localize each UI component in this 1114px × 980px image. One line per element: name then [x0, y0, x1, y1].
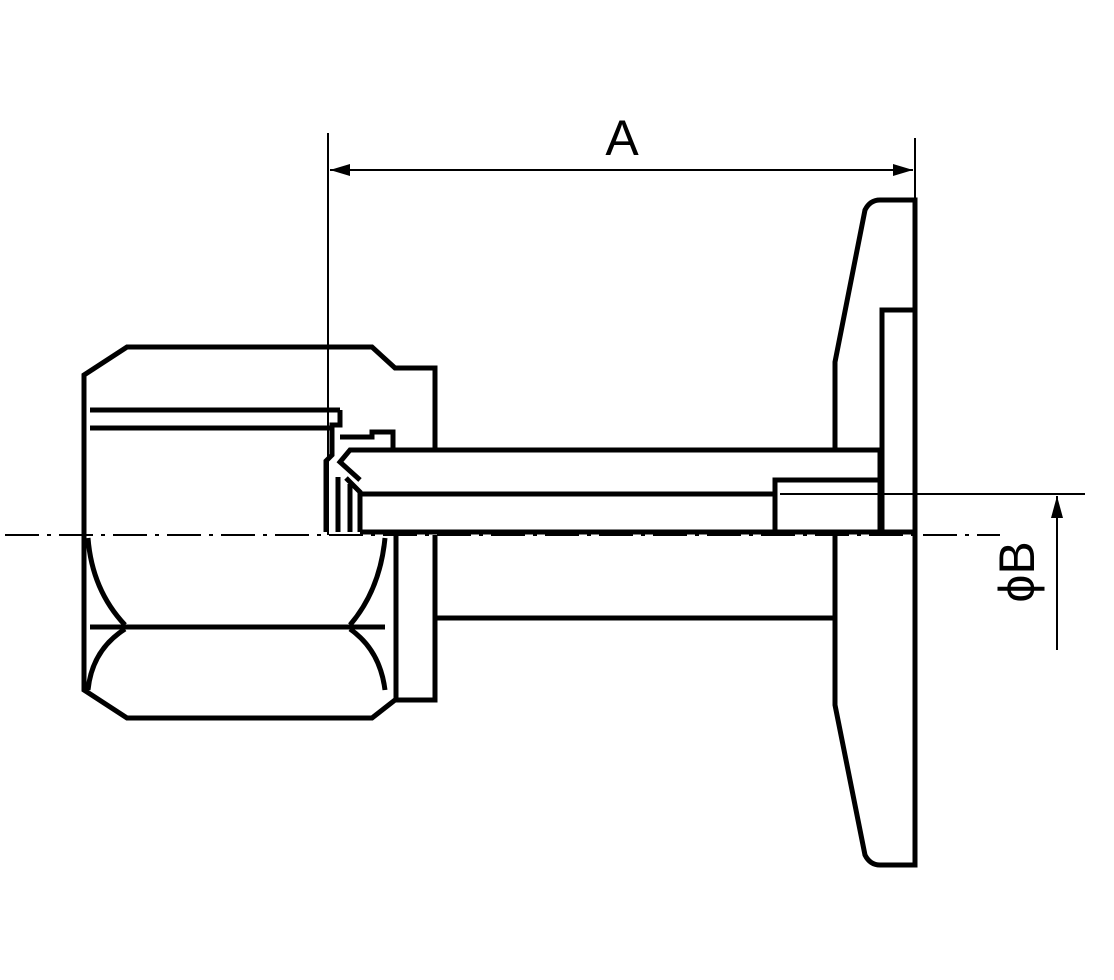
dimension-b-label: ϕB: [989, 541, 1045, 602]
flange-groove: [879, 307, 915, 535]
dimension-a-arrow-right: [893, 164, 913, 176]
hex-nut-chamfer-right-upper: [348, 537, 388, 627]
hex-nut-chamfer-right-lower: [348, 626, 388, 691]
hex-nut-chamfer-left-lower: [85, 626, 127, 691]
hex-nut-upper-outline: [81, 344, 438, 535]
dimension-b-arrow: [1051, 496, 1063, 518]
ferrule-profile: [336, 429, 396, 482]
dimension-a-label: A: [605, 110, 639, 166]
hex-nut-chamfer-left-upper: [85, 537, 127, 627]
hex-nut-inner-step: [323, 410, 343, 532]
tube-inner-insert: [772, 477, 880, 532]
hex-nut-lower-outline: [81, 535, 438, 721]
dimension-a-arrow-left: [330, 164, 350, 176]
ferrule-lip: [335, 476, 363, 532]
